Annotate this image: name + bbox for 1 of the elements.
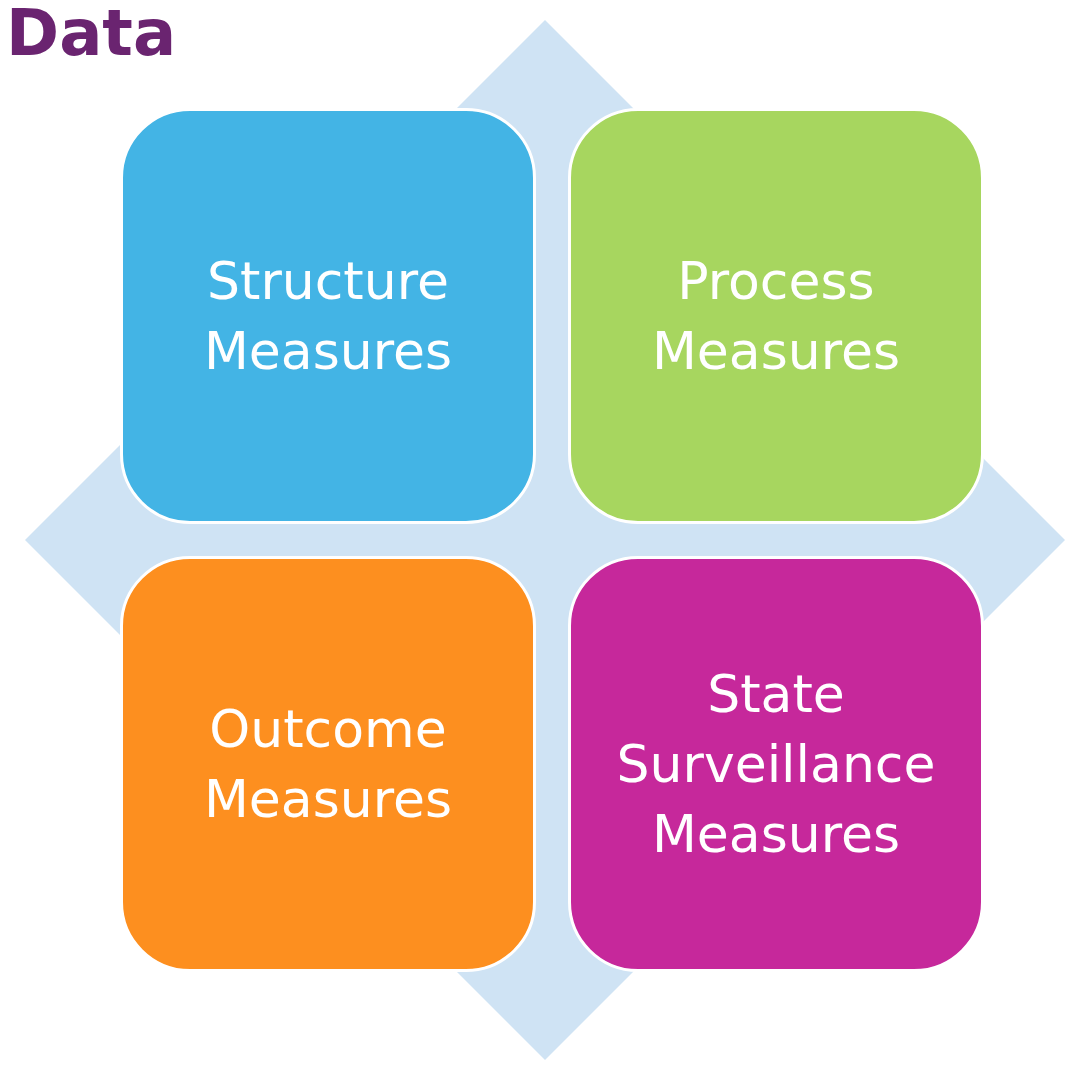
title: Data [6,0,177,70]
